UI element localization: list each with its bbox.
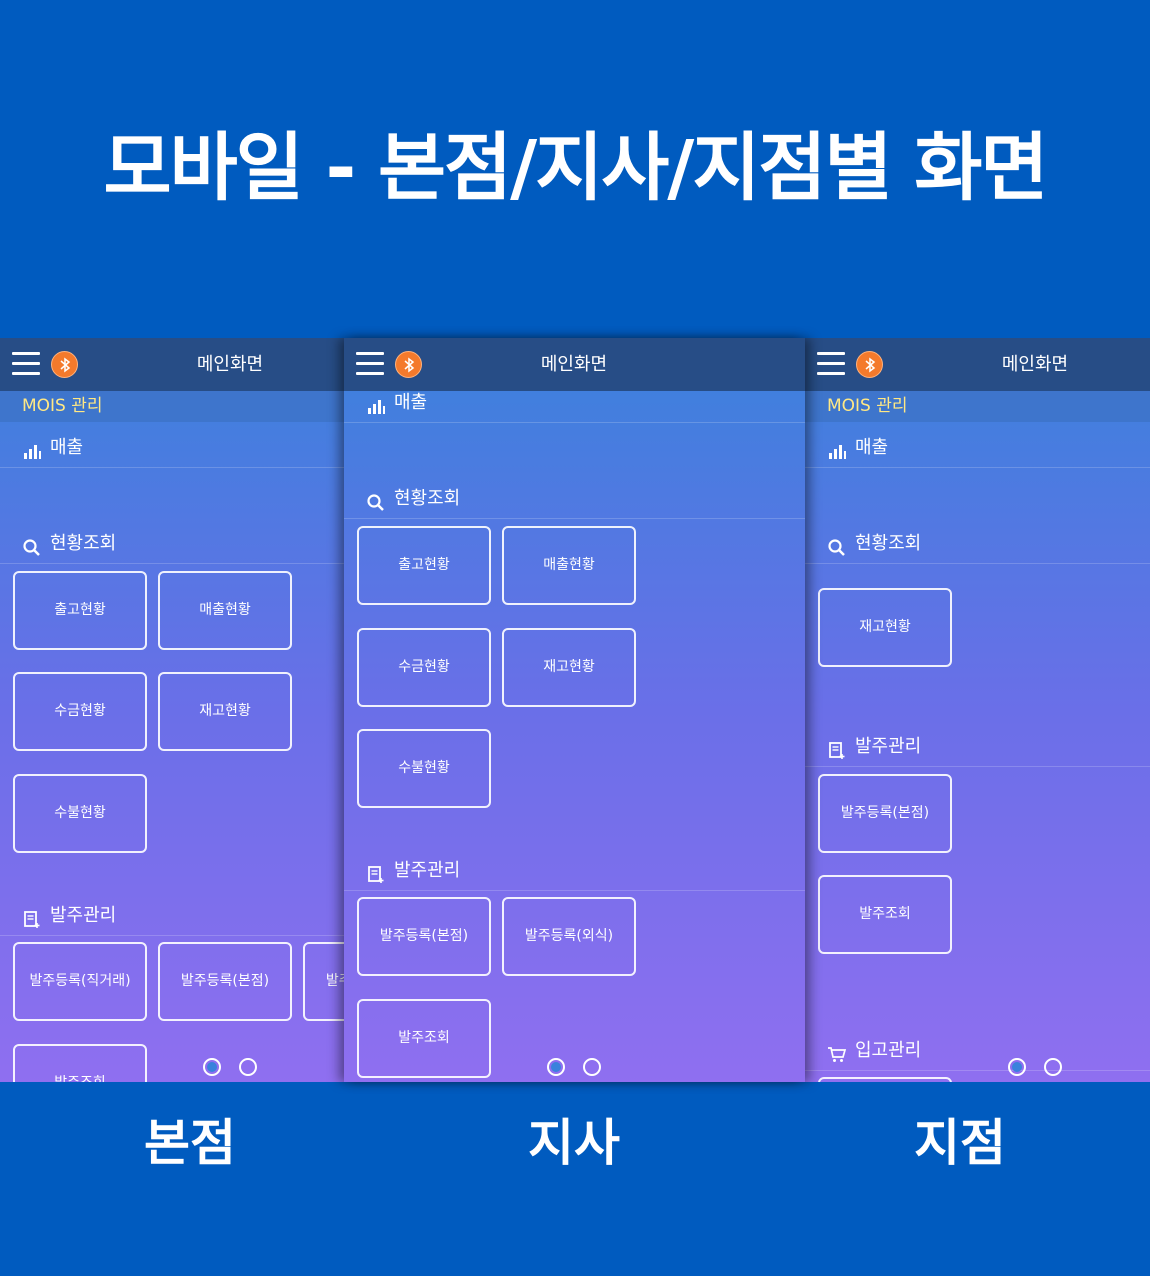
tile-sales-status[interactable]: 매출현황	[502, 526, 636, 605]
section-label: 발주관리	[394, 860, 461, 881]
document-edit-icon	[366, 864, 386, 884]
label-head-office: 본점	[144, 1114, 236, 1172]
section-label: 현황조회	[855, 533, 922, 554]
section-receiving[interactable]: 입고관리	[805, 1036, 1150, 1071]
tile-order-head-office[interactable]: 발주등록(본점)	[818, 774, 952, 853]
bar-chart-icon	[827, 441, 847, 461]
page-title: 모바일 - 본점/지사/지점별 화면	[103, 125, 1048, 211]
mois-management-bar[interactable]: MOIS 관리	[0, 391, 344, 422]
tile-order-inquiry[interactable]: 발주조회	[13, 1044, 147, 1082]
topbar-title: 메인화면	[540, 354, 608, 375]
bluetooth-icon[interactable]	[51, 351, 78, 378]
cart-icon	[827, 1044, 847, 1064]
tile-shipment-status[interactable]: 출고현황	[13, 571, 147, 650]
pager-dot-1[interactable]	[1008, 1058, 1026, 1076]
tile-order-head-office[interactable]: 발주등록(본점)	[158, 942, 292, 1021]
document-edit-icon	[827, 740, 847, 760]
pager-dot-2[interactable]	[583, 1058, 601, 1076]
tile-inventory-status[interactable]: 재고현황	[158, 672, 292, 751]
hamburger-menu-icon[interactable]	[12, 352, 40, 376]
tile-inout-status[interactable]: 수불현황	[357, 729, 491, 808]
section-label: 매출	[855, 437, 889, 458]
section-label: 입고관리	[855, 1040, 922, 1061]
tile-shipment-status[interactable]: 출고현황	[357, 526, 491, 605]
tile-order-foodservice[interactable]: 발주등록(외식)	[502, 897, 636, 976]
section-label: 현황조회	[394, 488, 461, 509]
tile-inout-status[interactable]: 수불현황	[13, 774, 147, 853]
hamburger-menu-icon[interactable]	[817, 352, 845, 376]
pager-dot-2[interactable]	[239, 1058, 257, 1076]
section-status[interactable]: 현황조회	[344, 484, 805, 519]
section-label: 현황조회	[50, 533, 117, 554]
section-status[interactable]: 현황조회	[0, 529, 344, 564]
section-sales[interactable]: 매출	[0, 433, 344, 468]
screen-branch-store: 메인화면 MOIS 관리 매출 현황조회 재고현황 발주관리 발주등록(본점) …	[805, 338, 1150, 1082]
document-edit-icon	[22, 909, 42, 929]
tile-sales-status[interactable]: 매출현황	[158, 571, 292, 650]
section-label: 발주관리	[855, 736, 922, 757]
tile-order-foodservice[interactable]: 발주등록(외식)	[303, 942, 344, 1021]
tile-inventory-status[interactable]: 재고현황	[502, 628, 636, 707]
search-icon	[22, 537, 42, 557]
section-sales[interactable]: 매출	[344, 388, 805, 423]
section-status[interactable]: 현황조회	[805, 529, 1150, 564]
topbar-title: 메인화면	[1001, 354, 1069, 375]
section-label: 발주관리	[50, 905, 117, 926]
section-label: 매출	[50, 437, 84, 458]
label-branch-company: 지사	[528, 1114, 620, 1172]
tile-order-direct[interactable]: 발주등록(직거래)	[13, 942, 147, 1021]
tile-order-inquiry[interactable]: 발주조회	[818, 875, 952, 954]
tile-inventory-status[interactable]: 재고현황	[818, 588, 952, 667]
bluetooth-icon[interactable]	[395, 351, 422, 378]
topbar-title: 메인화면	[196, 354, 264, 375]
app-topbar: 메인화면	[0, 338, 344, 391]
screen-branch-company: 메인화면 매출 현황조회 출고현황 매출현황 수금현황 재고현황 수불현황 발주…	[344, 338, 805, 1082]
tile-order-inquiry[interactable]: 발주조회	[357, 999, 491, 1078]
pager-dot-1[interactable]	[547, 1058, 565, 1076]
section-label: 매출	[394, 392, 428, 413]
bar-chart-icon	[22, 441, 42, 461]
section-order[interactable]: 발주관리	[344, 856, 805, 891]
tile-receiving[interactable]	[818, 1077, 952, 1082]
section-sales[interactable]: 매출	[805, 433, 1150, 468]
tile-collection-status[interactable]: 수금현황	[13, 672, 147, 751]
label-branch-store: 지점	[914, 1114, 1006, 1172]
tile-collection-status[interactable]: 수금현황	[357, 628, 491, 707]
hamburger-menu-icon[interactable]	[356, 352, 384, 376]
mois-management-bar[interactable]: MOIS 관리	[805, 391, 1150, 422]
screen-head-office: 메인화면 MOIS 관리 매출 현황조회 출고현황 매출현황 수금현황 재고현황…	[0, 338, 344, 1082]
pager-dot-1[interactable]	[203, 1058, 221, 1076]
search-icon	[827, 537, 847, 557]
app-topbar: 메인화면	[805, 338, 1150, 391]
tile-order-head-office[interactable]: 발주등록(본점)	[357, 897, 491, 976]
bluetooth-icon[interactable]	[856, 351, 883, 378]
app-topbar: 메인화면	[344, 338, 805, 391]
section-order[interactable]: 발주관리	[0, 901, 344, 936]
section-order[interactable]: 발주관리	[805, 732, 1150, 767]
pager-dot-2[interactable]	[1044, 1058, 1062, 1076]
bar-chart-icon	[366, 396, 386, 416]
search-icon	[366, 492, 386, 512]
